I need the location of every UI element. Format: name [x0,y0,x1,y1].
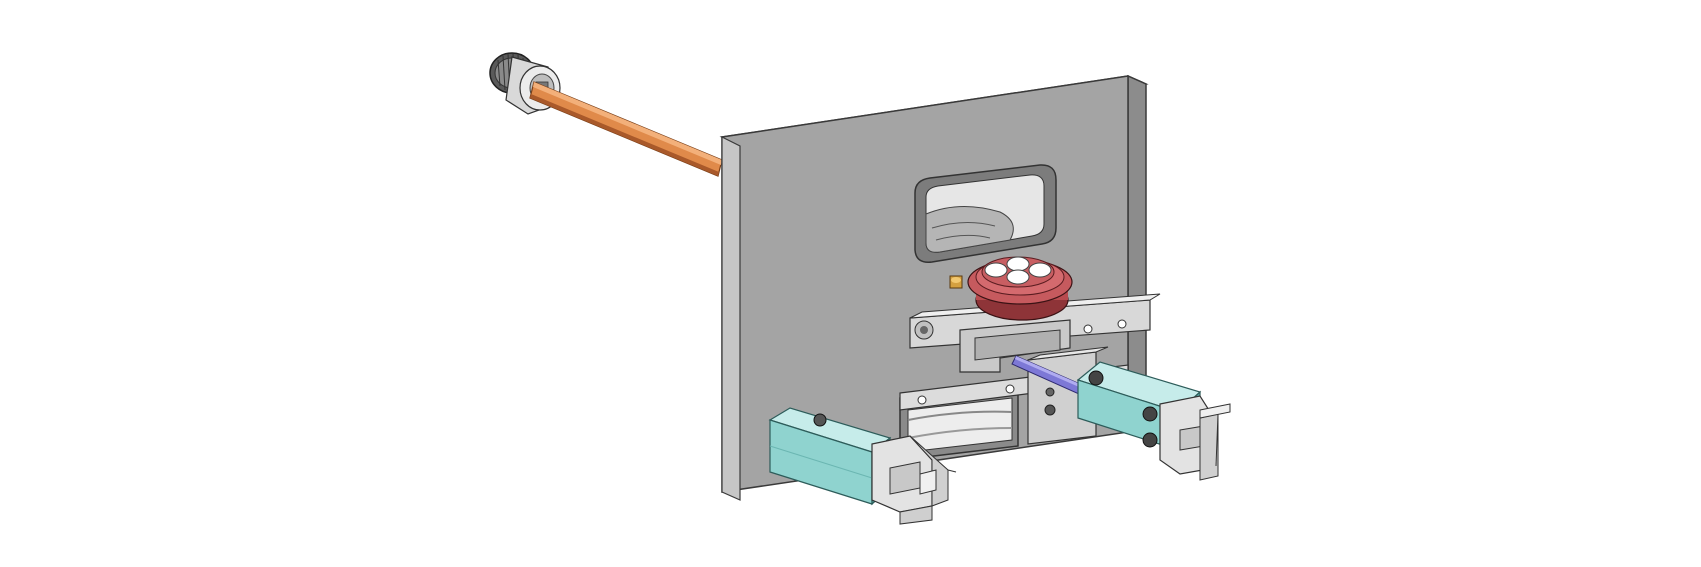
copper-guide-rod [529,81,723,177]
left-pneumatic-gripper [768,407,957,525]
fixture-base [909,293,1161,373]
mounting-plate [719,74,1149,501]
right-pneumatic-gripper [1076,361,1231,481]
red-rotary-fixture [949,256,1073,321]
